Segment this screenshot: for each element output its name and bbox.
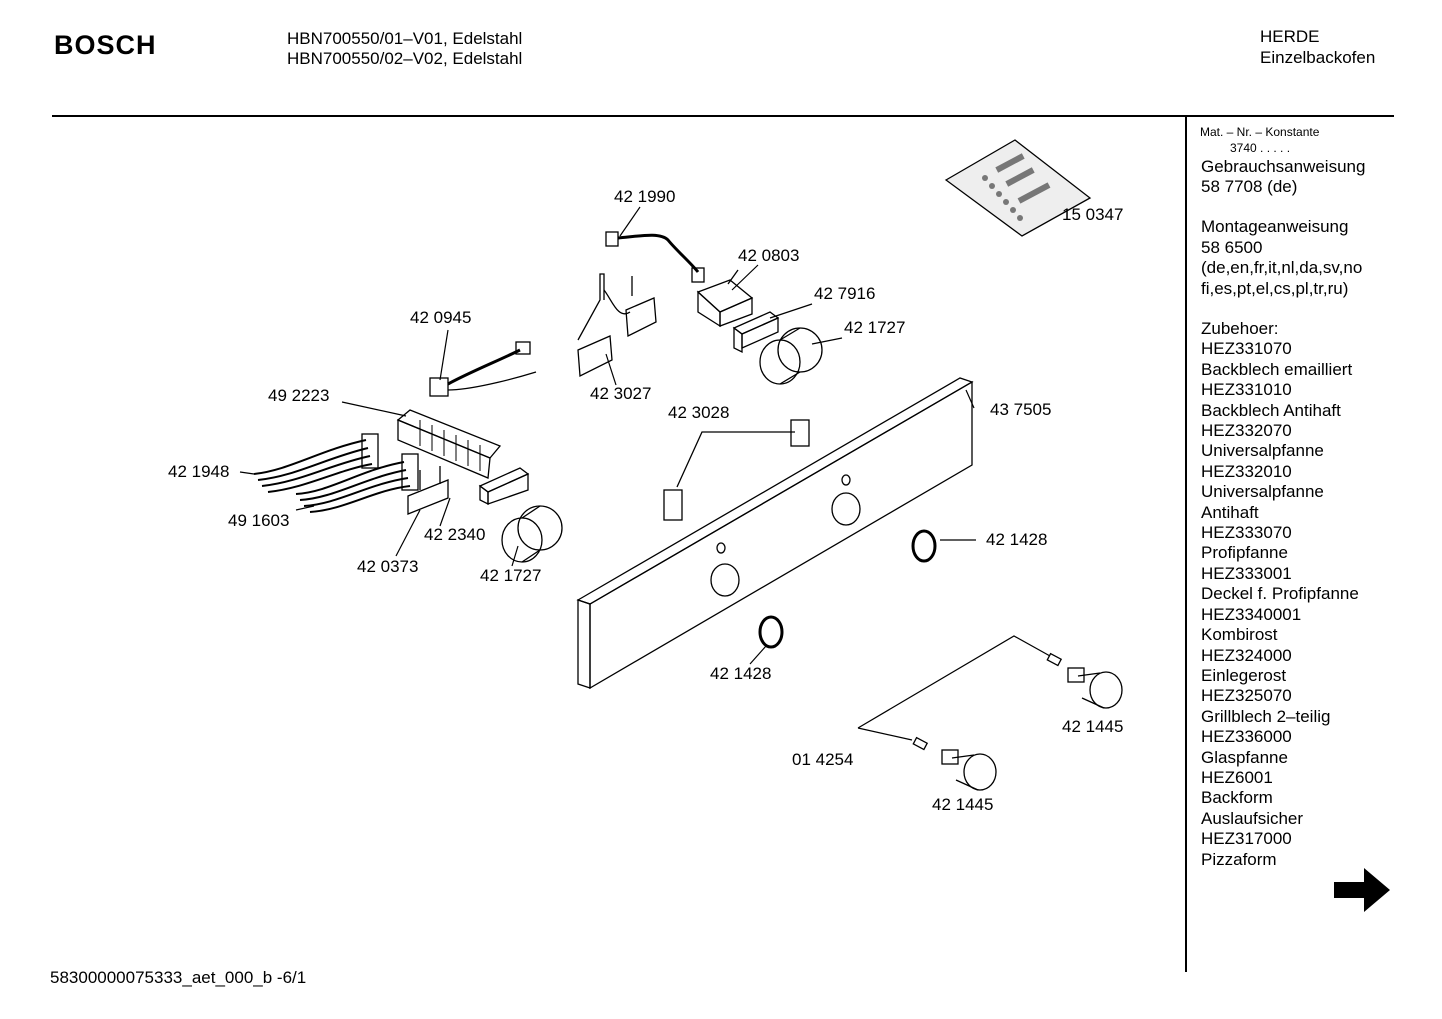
terminal-block-part	[396, 409, 502, 479]
wire-set-part-1603	[295, 453, 419, 513]
accessory-item: Kombirost	[1201, 625, 1278, 645]
control-panel-part	[576, 377, 974, 690]
exploded-parts-drawing	[239, 139, 1123, 791]
sidebar-divider	[1185, 116, 1187, 972]
accessory-item: Universalpfanne	[1201, 441, 1324, 461]
accessory-item: HEZ336000	[1201, 727, 1292, 747]
accessory-item: HEZ3340001	[1201, 604, 1302, 624]
accessory-item: Backblech emailliert	[1201, 359, 1353, 379]
accessory-item: Glaspfanne	[1201, 747, 1288, 767]
accessory-item: HEZ324000	[1201, 645, 1292, 665]
lamp-housing-part-lower	[501, 505, 563, 563]
accessory-item: HEZ331070	[1201, 339, 1292, 359]
wire-set-part-1948	[253, 433, 379, 493]
accessory-item: HEZ333070	[1201, 523, 1292, 543]
part-number-427916: 42 7916	[814, 284, 876, 303]
clip-part	[732, 311, 780, 354]
mat-label: Mat. – Nr. – Konstante	[1200, 125, 1320, 139]
assembly-label: Montageanweisung	[1201, 217, 1349, 236]
accessory-item: Deckel f. Profipfanne	[1201, 584, 1359, 604]
part-number-422340: 42 2340	[424, 525, 486, 544]
accessory-item: HEZ332070	[1201, 421, 1292, 441]
accessory-item: HEZ332010	[1201, 461, 1292, 481]
part-number-014254: 01 4254	[792, 750, 854, 769]
model-line-2: HBN700550/02–V02, Edelstahl	[287, 49, 523, 68]
part-number-421428-right: 42 1428	[986, 530, 1048, 549]
accessory-item: Grillblech 2–teilig	[1201, 706, 1331, 726]
knob-part-a	[1046, 652, 1123, 709]
part-number-420373: 42 0373	[357, 557, 419, 576]
part-number-423028: 42 3028	[668, 403, 730, 422]
part-number-492223: 49 2223	[268, 386, 330, 405]
part-number-421727-lower: 42 1727	[480, 566, 542, 585]
part-number-491603: 49 1603	[228, 511, 290, 530]
part-number-421445-right: 42 1445	[1062, 717, 1124, 736]
accessory-item: Antihaft	[1201, 502, 1259, 522]
subcategory: Einzelbackofen	[1260, 48, 1376, 67]
arrow-right-icon[interactable]	[1334, 868, 1390, 912]
document-id: 58300000075333_aet_000_b -6/1	[50, 968, 307, 987]
wire-connector-part	[429, 341, 537, 397]
part-number-421428-left: 42 1428	[710, 664, 772, 683]
accessory-item: Backform	[1201, 788, 1273, 808]
manual-label: Gebrauchsanweisung	[1201, 157, 1366, 176]
bracket-part-0373	[407, 466, 449, 515]
ring-part-a	[911, 529, 937, 563]
part-number-437505: 43 7505	[990, 400, 1052, 419]
leader-3028	[676, 431, 795, 488]
accessory-item: Auslaufsicher	[1201, 808, 1304, 828]
part-number-421727-upper: 42 1727	[844, 318, 906, 337]
ring-part-b	[758, 615, 784, 649]
accessory-item: Universalpfanne	[1201, 482, 1324, 502]
accessory-item: Backblech Antihaft	[1201, 400, 1341, 420]
lamp-housing-part-upper	[759, 327, 823, 385]
accessory-item: Einlegerost	[1201, 665, 1287, 685]
panel-clip-part-b	[663, 489, 683, 521]
part-number-421948: 42 1948	[168, 462, 230, 481]
accessories-list: Zubehoer: HEZ331070 Backblech emailliert…	[1201, 319, 1359, 870]
clip-part-2340	[478, 467, 530, 506]
accessory-item: Profipfanne	[1201, 543, 1288, 563]
accessory-item: Pizzaform	[1201, 849, 1277, 869]
accessory-item: HEZ331010	[1201, 380, 1292, 400]
part-number-420803: 42 0803	[738, 246, 800, 265]
accessories-title: Zubehoer:	[1201, 319, 1279, 338]
part-number-420945: 42 0945	[410, 308, 472, 327]
accessory-item: HEZ317000	[1201, 829, 1292, 849]
accessory-item: HEZ325070	[1201, 686, 1292, 706]
assembly-value: 58 6500	[1201, 238, 1263, 257]
part-number-421990: 42 1990	[614, 187, 676, 206]
bracket-part-3027	[577, 273, 657, 378]
screw-bag-part	[944, 139, 1092, 237]
cable-harness-part	[605, 231, 705, 283]
assembly-languages-2: fi,es,pt,el,cs,pl,tr,ru)	[1201, 279, 1349, 298]
brand-logo: BOSCH	[54, 30, 157, 60]
part-number-423027: 42 3027	[590, 384, 652, 403]
mat-value: 3740 . . . . .	[1230, 141, 1291, 155]
accessory-item: HEZ333001	[1201, 563, 1292, 583]
part-number-150347: 15 0347	[1062, 205, 1124, 224]
panel-clip-part-a	[790, 419, 810, 447]
leader-lines	[239, 206, 1051, 741]
switch-part	[696, 269, 754, 328]
assembly-languages-1: (de,en,fr,it,nl,da,sv,no	[1201, 258, 1363, 277]
header-divider	[52, 115, 1394, 117]
accessory-item: HEZ6001	[1201, 767, 1273, 787]
model-line-1: HBN700550/01–V01, Edelstahl	[287, 29, 523, 48]
part-number-421445-left: 42 1445	[932, 795, 994, 814]
knob-part-b	[912, 736, 997, 791]
category: HERDE	[1260, 27, 1320, 46]
manual-value: 58 7708 (de)	[1201, 177, 1298, 196]
